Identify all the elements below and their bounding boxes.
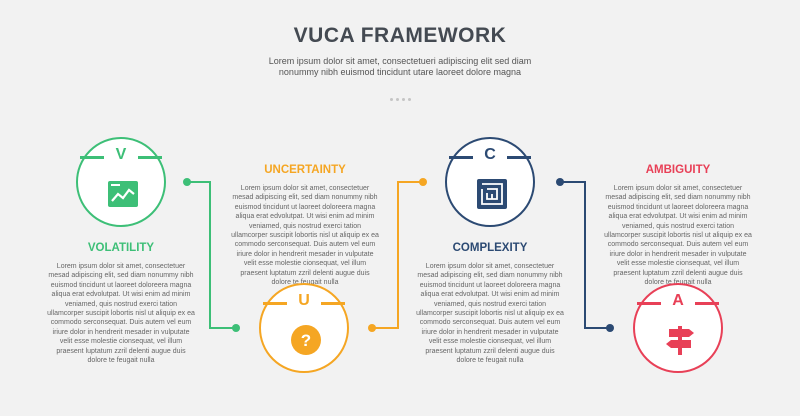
maze-icon xyxy=(477,179,507,209)
ambiguity-letter: A xyxy=(672,292,684,309)
uncertainty-heading: UNCERTAINTY xyxy=(264,164,346,176)
page-subtitle: Lorem ipsum dolor sit amet, consectetuer… xyxy=(268,56,532,77)
ambiguity-circle: A xyxy=(633,283,723,373)
volatility-letter: V xyxy=(115,146,127,163)
page-title: VUCA FRAMEWORK xyxy=(293,24,507,47)
connector-c-a xyxy=(560,181,610,329)
complexity-letter: C xyxy=(484,146,496,163)
signpost-icon xyxy=(666,326,694,355)
ambiguity-heading: AMBIGUITY xyxy=(645,164,711,176)
svg-text:?: ? xyxy=(301,331,311,350)
divider-dots xyxy=(0,88,800,106)
connector-dot xyxy=(232,324,240,332)
connector-dot xyxy=(606,324,614,332)
uncertainty-text: Lorem ipsum dolor sit amet, consectetuer… xyxy=(231,185,379,287)
volatility-text: Lorem ipsum dolor sit amet, consectetuer… xyxy=(47,263,195,365)
uncertainty-letter: U xyxy=(298,292,310,309)
chart-monitor-icon xyxy=(108,181,138,207)
uncertainty-circle: U ? xyxy=(259,283,349,373)
volatility-circle: V xyxy=(76,137,166,227)
complexity-circle: C xyxy=(445,137,535,227)
connector-dot xyxy=(419,178,427,186)
connector-dot xyxy=(556,178,564,186)
connector-v-u xyxy=(187,181,236,329)
connector-u-c xyxy=(372,181,423,329)
ambiguity-text: Lorem ipsum dolor sit amet, consectetuer… xyxy=(604,185,752,287)
question-icon: ? xyxy=(291,325,321,355)
complexity-text: Lorem ipsum dolor sit amet, consectetuer… xyxy=(416,263,564,365)
volatility-heading: VOLATILITY xyxy=(87,242,155,254)
complexity-heading: COMPLEXITY xyxy=(452,242,528,254)
connector-dot xyxy=(368,324,376,332)
connector-dot xyxy=(183,178,191,186)
